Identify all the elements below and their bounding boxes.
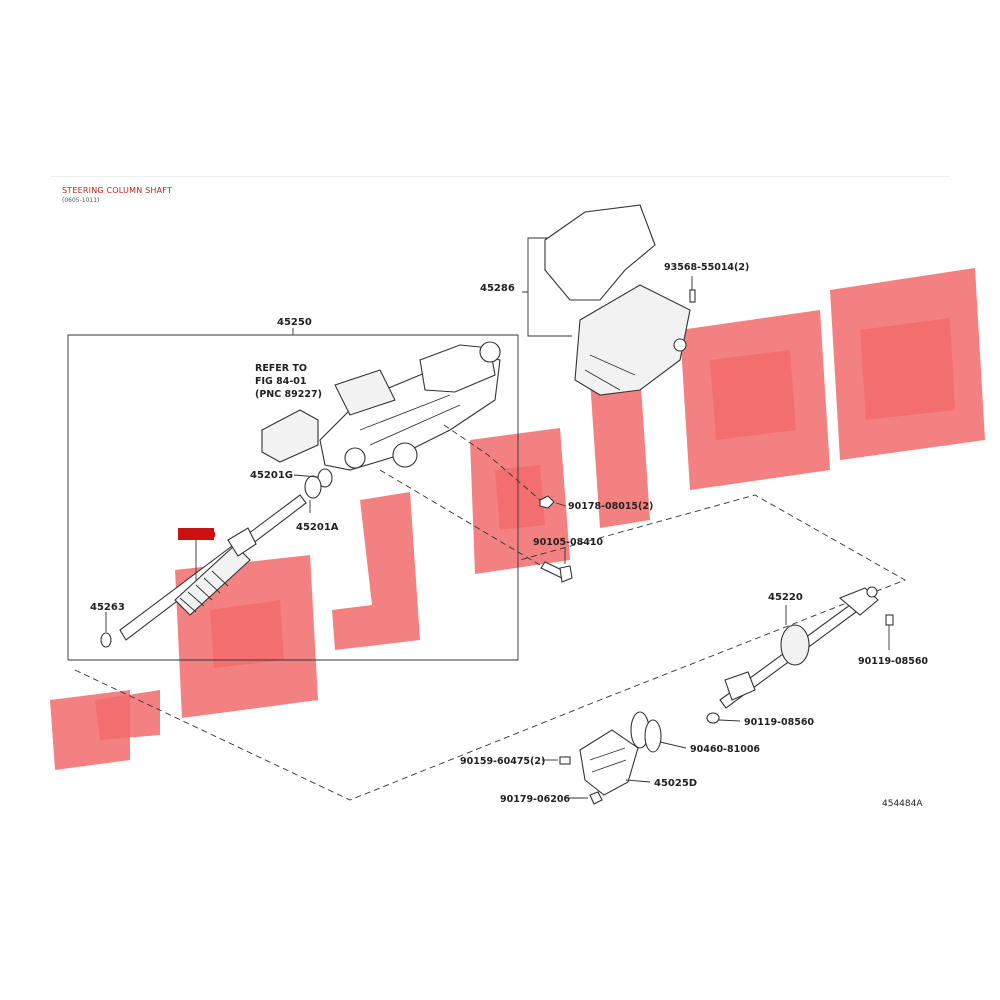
diagram-subtitle: (0605-1011) <box>62 197 100 204</box>
label-45250: 45250 <box>277 317 312 328</box>
label-45286: 45286 <box>480 283 515 294</box>
highlight-box-45210 <box>178 528 214 540</box>
label-90159: 90159-60475(2) <box>460 756 545 767</box>
assembly-box-45250 <box>67 328 519 661</box>
label-90460: 90460-81006 <box>690 744 760 755</box>
refer-note-line2: FIG 84-01 <box>255 376 307 387</box>
refer-note-line1: REFER TO <box>255 363 307 374</box>
column-cover-45286 <box>544 204 691 396</box>
bolt-90119-upper <box>885 614 894 650</box>
label-90179: 90179-06206 <box>500 794 570 805</box>
ring-45263 <box>100 632 112 648</box>
ring-45201a <box>304 475 322 499</box>
diagram-id: 454484A <box>882 799 923 809</box>
watermark-logo <box>50 268 985 770</box>
label-90119-lower: 90119-08560 <box>744 717 814 728</box>
label-45201g: 45201G <box>250 470 293 481</box>
label-45201a: 45201A <box>296 522 339 533</box>
steering-shaft-45210 <box>119 494 307 641</box>
screw-93568 <box>689 276 696 303</box>
label-45210: 45210 <box>181 530 216 541</box>
label-45263: 45263 <box>90 602 125 613</box>
boot-45025d <box>579 729 639 796</box>
refer-note-line3: (PNC 89227) <box>255 389 322 400</box>
referenced-part-89227 <box>261 409 319 463</box>
label-90178: 90178-08015(2) <box>568 501 653 512</box>
label-90119-upper: 90119-08560 <box>858 656 928 667</box>
label-90105: 90105-08410 <box>533 537 603 548</box>
diagram-title: STEERING COLUMN SHAFT <box>62 186 173 195</box>
bolt-90159 <box>559 756 571 765</box>
header-rule <box>50 176 950 177</box>
label-93568: 93568-55014(2) <box>664 262 749 273</box>
nut-90179 <box>589 791 603 805</box>
clamp-90460 <box>630 711 662 753</box>
label-45025d: 45025D <box>654 778 697 789</box>
bolt-90105 <box>540 561 573 583</box>
bolt-90119-lower <box>706 712 741 724</box>
label-45220: 45220 <box>768 592 803 603</box>
intermediate-shaft-45220 <box>719 586 879 709</box>
column-assembly-45250 <box>319 341 501 471</box>
nut-90178 <box>539 495 555 509</box>
